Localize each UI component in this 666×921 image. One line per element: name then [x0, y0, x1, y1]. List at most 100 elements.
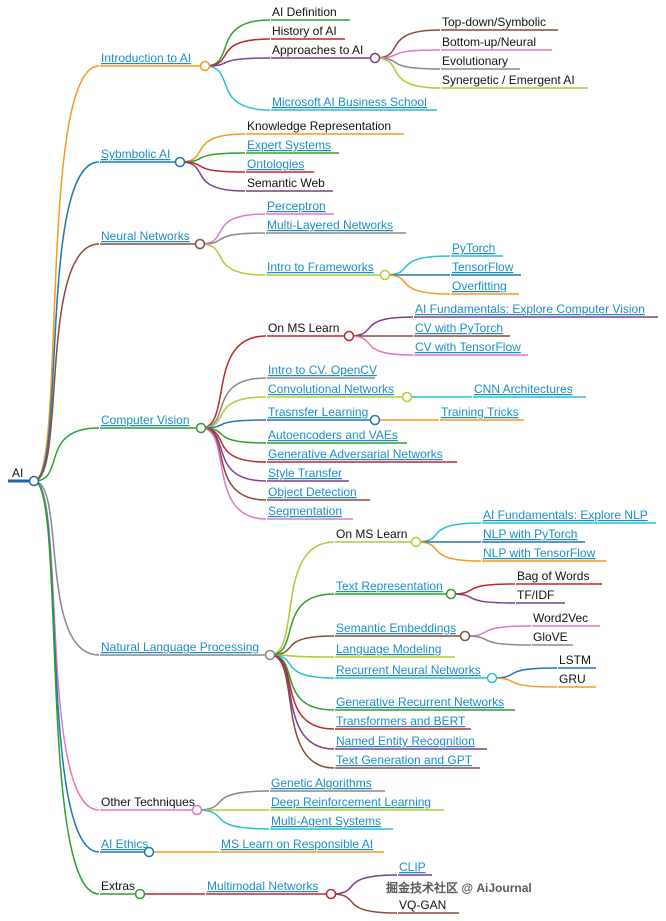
edge-cvms-to-cvfund — [348, 316, 414, 337]
edge-textrep-to-tfidf — [450, 593, 516, 604]
edge-rnn-to-lstm — [491, 667, 558, 679]
node-label-rnn[interactable]: Recurrent Neural Networks — [336, 663, 481, 677]
node-label-cvfund[interactable]: AI Fundamentals: Explore Computer Vision — [415, 302, 645, 316]
collapse-toggle-multimodal[interactable] — [325, 888, 337, 900]
edge-nlpms-to-nlpfund — [415, 522, 482, 543]
edge-other-to-mas — [196, 809, 270, 830]
node-label-nlpfund[interactable]: AI Fundamentals: Explore NLP — [483, 508, 648, 522]
node-label-msaibs[interactable]: Microsoft AI Business School — [272, 95, 427, 109]
node-label-gan[interactable]: Generative Adversarial Networks — [268, 447, 443, 461]
edge-nlp-to-genrnn — [269, 654, 335, 711]
edge-symb-to-kr — [179, 133, 246, 163]
collapse-toggle-conv[interactable] — [401, 391, 413, 403]
edge-nlp-to-textrep — [269, 593, 335, 656]
collapse-toggle-frame[interactable] — [379, 269, 391, 281]
node-label-tricks[interactable]: Training Tricks — [441, 405, 519, 419]
watermark-text: 掘金技术社区 @ AiJournal — [386, 880, 532, 895]
collapse-toggle-other[interactable] — [191, 804, 203, 816]
edge-nlp-to-gpt — [269, 654, 335, 769]
node-label-perc[interactable]: Perceptron — [267, 199, 326, 213]
edge-nn-to-perc — [199, 213, 266, 245]
node-label-objdet[interactable]: Object Detection — [268, 485, 357, 499]
node-label-tf[interactable]: TensorFlow — [452, 260, 514, 274]
collapse-toggle-nn[interactable] — [194, 238, 206, 250]
node-label-synerg: Synergetic / Emergent AI — [442, 73, 575, 87]
edge-ai-to-nn — [33, 243, 100, 482]
collapse-toggle-semb[interactable] — [459, 630, 471, 642]
node-label-ethics[interactable]: AI Ethics — [101, 837, 148, 851]
node-label-symb[interactable]: Sybmbolic AI — [101, 147, 170, 161]
node-label-gpt[interactable]: Text Generation and GPT — [336, 753, 473, 767]
node-label-frame[interactable]: Intro to Frameworks — [267, 260, 374, 274]
node-label-cv[interactable]: Computer Vision — [101, 413, 190, 427]
node-label-seg[interactable]: Segmentation — [268, 504, 342, 518]
node-label-transfer[interactable]: Trasnsfer Learning — [268, 405, 368, 419]
node-label-bottomup: Bottom-up/Neural — [442, 35, 536, 49]
edge-cvms-to-cvtf — [348, 335, 414, 356]
node-label-intro[interactable]: Introduction to AI — [101, 51, 191, 65]
node-label-nn[interactable]: Neural Networks — [101, 229, 190, 243]
node-label-onto[interactable]: Ontologies — [247, 157, 304, 171]
node-label-genrnn[interactable]: Generative Recurrent Networks — [336, 695, 504, 709]
node-label-semb[interactable]: Semantic Embeddings — [336, 621, 456, 635]
edge-appr-to-synerg — [374, 57, 441, 89]
collapse-toggle-ai[interactable] — [28, 475, 40, 487]
node-label-ae[interactable]: Autoencoders and VAEs — [268, 428, 398, 442]
node-label-overfit[interactable]: Overfitting — [452, 279, 507, 293]
edge-cv-to-objdet — [200, 427, 267, 501]
edge-intro-to-aidef — [204, 19, 271, 67]
collapse-toggle-nlpms[interactable] — [410, 536, 422, 548]
collapse-toggle-appr[interactable] — [369, 52, 381, 64]
collapse-toggle-transfer[interactable] — [369, 414, 381, 426]
node-label-glove: GloVE — [533, 630, 568, 644]
node-label-bert[interactable]: Transformers and BERT — [336, 714, 466, 728]
node-label-textrep[interactable]: Text Representation — [336, 579, 443, 593]
node-label-genetic[interactable]: Genetic Algorithms — [271, 776, 372, 790]
edge-other-to-genetic — [196, 790, 270, 811]
node-label-mas[interactable]: Multi-Agent Systems — [271, 814, 381, 828]
node-label-conv[interactable]: Convolutional Networks — [268, 382, 394, 396]
mind-map-edges — [33, 19, 558, 914]
node-label-nlptf[interactable]: NLP with TensorFlow — [483, 546, 596, 560]
edge-nlp-to-nlpms — [269, 541, 335, 656]
collapse-toggle-symb[interactable] — [174, 156, 186, 168]
node-label-drl[interactable]: Deep Reinforcement Learning — [271, 795, 431, 809]
edge-cv-to-opencv — [200, 377, 267, 429]
collapse-toggle-intro[interactable] — [199, 60, 211, 72]
node-label-ner[interactable]: Named Entity Recognition — [336, 734, 475, 748]
node-label-nlp[interactable]: Natural Language Processing — [101, 640, 259, 654]
collapse-toggle-textrep[interactable] — [445, 588, 457, 600]
node-label-msresp[interactable]: MS Learn on Responsible AI — [221, 837, 373, 851]
node-label-cnnarch[interactable]: CNN Architectures — [474, 382, 573, 396]
edge-nlp-to-semb — [269, 635, 335, 656]
edge-semb-to-glove — [464, 635, 532, 646]
node-label-cvtf[interactable]: CV with TensorFlow — [415, 340, 521, 354]
collapse-toggle-rnn[interactable] — [486, 672, 498, 684]
collapse-toggle-nlp[interactable] — [264, 649, 276, 661]
node-label-pytorch[interactable]: PyTorch — [452, 241, 495, 255]
node-label-mln[interactable]: Multi-Layered Networks — [267, 218, 393, 232]
edge-intro-to-msaibs — [204, 65, 271, 111]
edge-ai-to-nlp — [33, 480, 100, 656]
edge-cv-to-transfer — [200, 419, 267, 429]
collapse-toggle-cv[interactable] — [195, 422, 207, 434]
node-label-multimodal[interactable]: Multimodal Networks — [207, 879, 318, 893]
node-label-expert[interactable]: Expert Systems — [247, 138, 331, 152]
collapse-toggle-extras[interactable] — [134, 888, 146, 900]
edge-rnn-to-gru — [491, 677, 558, 688]
node-label-nlppt[interactable]: NLP with PyTorch — [483, 527, 577, 541]
edge-cv-to-seg — [200, 427, 267, 520]
node-label-nlpms: On MS Learn — [336, 527, 407, 541]
edge-ai-to-extras — [33, 480, 100, 895]
collapse-toggle-ethics[interactable] — [143, 846, 155, 858]
node-label-clip[interactable]: CLIP — [399, 860, 426, 874]
edge-nlp-to-rnn — [269, 654, 335, 679]
node-label-style[interactable]: Style Transfer — [268, 466, 342, 480]
edge-intro-to-appr — [204, 57, 271, 67]
node-label-cvpt[interactable]: CV with PyTorch — [415, 321, 503, 335]
collapse-toggle-cvms[interactable] — [343, 330, 355, 342]
node-label-appr: Approaches to AI — [272, 43, 363, 57]
node-label-opencv[interactable]: Intro to CV. OpenCV — [268, 363, 377, 377]
node-label-lm[interactable]: Language Modeling — [336, 642, 441, 656]
node-label-vqgan: VQ-GAN — [399, 898, 446, 912]
